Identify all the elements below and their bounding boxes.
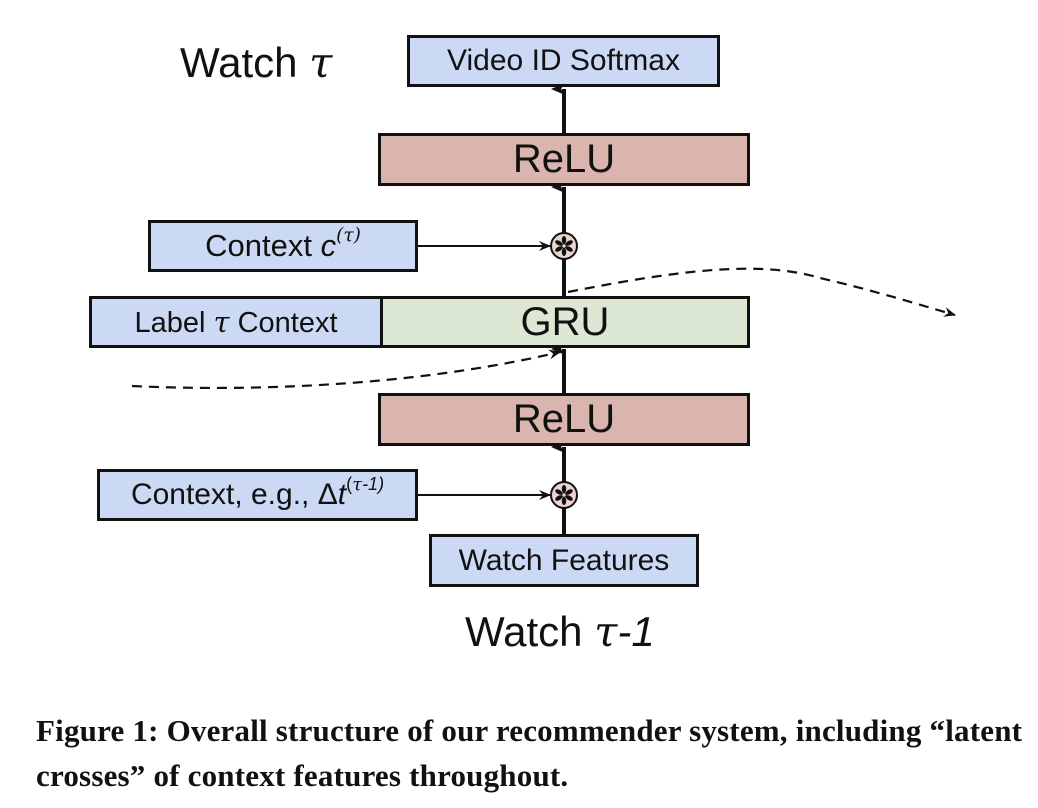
- context-top-sup: (τ): [336, 225, 361, 247]
- figure-caption: Figure 1: Overall structure of our recom…: [36, 713, 1023, 793]
- gru-label: GRU: [520, 299, 610, 344]
- sup-open: (: [346, 473, 353, 494]
- label-context-label: Label τ Context: [134, 305, 337, 340]
- watch-features-label: Watch Features: [458, 543, 670, 577]
- architecture-diagram: Watch τ Video ID Softmax ReLU Context c(…: [89, 35, 956, 656]
- connectors-layer: [131, 83, 956, 535]
- context-bottom-label: Context, e.g., Δt(τ-1): [130, 475, 384, 512]
- context-top-label: Context c(τ): [205, 225, 361, 264]
- recurrent-state-in: [131, 349, 561, 390]
- latent-cross-top-icon: [550, 232, 578, 260]
- context-top-var: c: [320, 228, 337, 263]
- video-id-softmax-label: Video ID Softmax: [447, 44, 680, 77]
- watch-prev-tau: τ: [594, 607, 618, 656]
- label-context-node: Label τ Context: [89, 296, 383, 348]
- context-bottom-text: Context, e.g., Δ: [130, 478, 338, 511]
- watch-prev-prefix: Watch: [465, 608, 583, 655]
- latent-cross-bottom-icon: [550, 481, 578, 509]
- label-context-prefix: Label: [134, 306, 214, 339]
- sup-rest: -1): [362, 473, 385, 494]
- context-top-node: Context c(τ): [148, 220, 418, 272]
- relu-top-label: ReLU: [512, 137, 616, 181]
- context-bottom-node: Context, e.g., Δt(τ-1): [97, 469, 418, 521]
- video-id-softmax-node: Video ID Softmax: [407, 35, 720, 87]
- watch-tau-prefix: Watch: [180, 39, 298, 86]
- watch-tau-label: Watch τ: [180, 38, 332, 87]
- context-bottom-sup: (τ-1): [346, 474, 384, 494]
- context-top-text: Context: [205, 228, 321, 263]
- context-bottom-var: t: [337, 478, 347, 511]
- watch-tau-minus-1-label: Watch τ-1: [465, 607, 655, 656]
- relu-bottom-node: ReLU: [378, 393, 750, 446]
- label-context-tau: τ: [213, 304, 230, 339]
- relu-top-node: ReLU: [378, 133, 750, 186]
- watch-features-node: Watch Features: [429, 534, 699, 587]
- tau-symbol: τ: [309, 38, 333, 87]
- gru-node: GRU: [380, 296, 750, 348]
- relu-bottom-label: ReLU: [512, 397, 616, 441]
- sup-tau: τ: [352, 473, 363, 495]
- watch-prev-suffix: -1: [617, 608, 655, 655]
- label-context-suffix: Context: [229, 306, 338, 339]
